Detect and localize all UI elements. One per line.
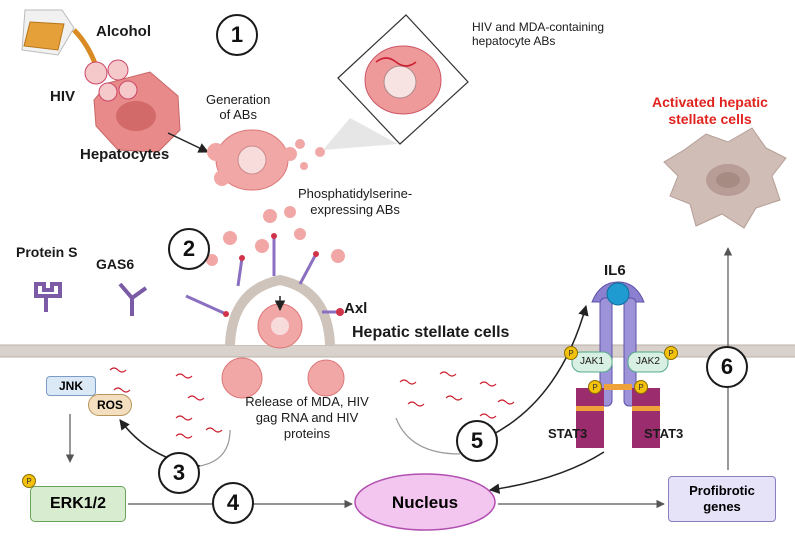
arrow-hepatocytes-to-abs [167,132,209,153]
alcohol-bottle-icon [21,9,99,67]
label-stat3-right: STAT3 [644,426,684,441]
step-2: 2 [168,228,210,270]
label-hepatic-stellate-cells: Hepatic stellate cells [352,324,510,341]
gas6-icon [118,282,148,316]
step-3: 3 [158,452,200,494]
ros-box: ROS [88,394,132,416]
label-hiv: HIV [50,88,76,105]
label-stat3-left: STAT3 [548,426,588,441]
step-5: 5 [456,420,498,462]
jnk-label: JNK [58,379,83,393]
label-alcohol: Alcohol [96,23,151,40]
phosphate-badge-jak1: P [564,346,578,360]
profibrotic-genes-box: Profibrotic genes [668,476,776,522]
activated-stellate-cell [663,127,787,229]
arrow-stat3-to-nucleus [488,451,605,494]
erk-label: ERK1/2 [49,495,107,512]
step-4: 4 [212,482,254,524]
label-jak2: JAK2 [636,356,660,367]
phosphate-badge-left: P [588,380,602,394]
label-ps-abs: Phosphatidylserine- expressing ABs [298,186,413,217]
step-6: 6 [706,346,748,388]
axl-ligand-dots [223,233,344,317]
rna-fragments [109,367,515,439]
hiv-virions [84,59,138,102]
label-gas6: GAS6 [96,256,135,272]
il6-receptor-complex [571,281,669,448]
arrow-release-curve [199,429,231,467]
arrow-release-to-5 [395,417,461,455]
label-activated-hsc: Activated hepatic stellate cells [652,94,768,127]
label-il6: IL6 [604,262,626,279]
phosphate-badge-right: P [634,380,648,394]
label-jak1: JAK1 [580,356,604,367]
nucleus-box: Nucleus [355,488,495,518]
released-abs [221,357,345,399]
phosphate-badge-erk: P [22,474,36,488]
ps-expressing-abs [206,206,345,266]
label-release: Release of MDA, HIV gag RNA and HIV prot… [245,394,369,441]
nucleus-shape [354,473,496,531]
nucleus-label: Nucleus [391,493,459,512]
step-1: 1 [216,14,258,56]
ros-label: ROS [96,398,123,412]
magnified-ab-panel [323,14,469,150]
label-hepatocytes: Hepatocytes [80,146,170,163]
erk-box: ERK1/2 [30,486,126,522]
phosphate-badge-jak2: P [664,346,678,360]
profibrotic-label: Profibrotic genes [689,483,755,514]
label-protein-s: Protein S [16,244,78,260]
protein-s-icon [34,282,62,312]
label-generation-of-abs: Generation of ABs [206,92,271,122]
apoptotic-bodies-cluster [207,129,325,191]
label-hiv-mda-abs: HIV and MDA-containing hepatocyte ABs [472,20,605,48]
jnk-box: JNK [46,376,96,396]
arrow-to-il6 [489,304,589,437]
membrane-invagination [225,274,335,349]
label-axl: Axl [344,300,368,317]
